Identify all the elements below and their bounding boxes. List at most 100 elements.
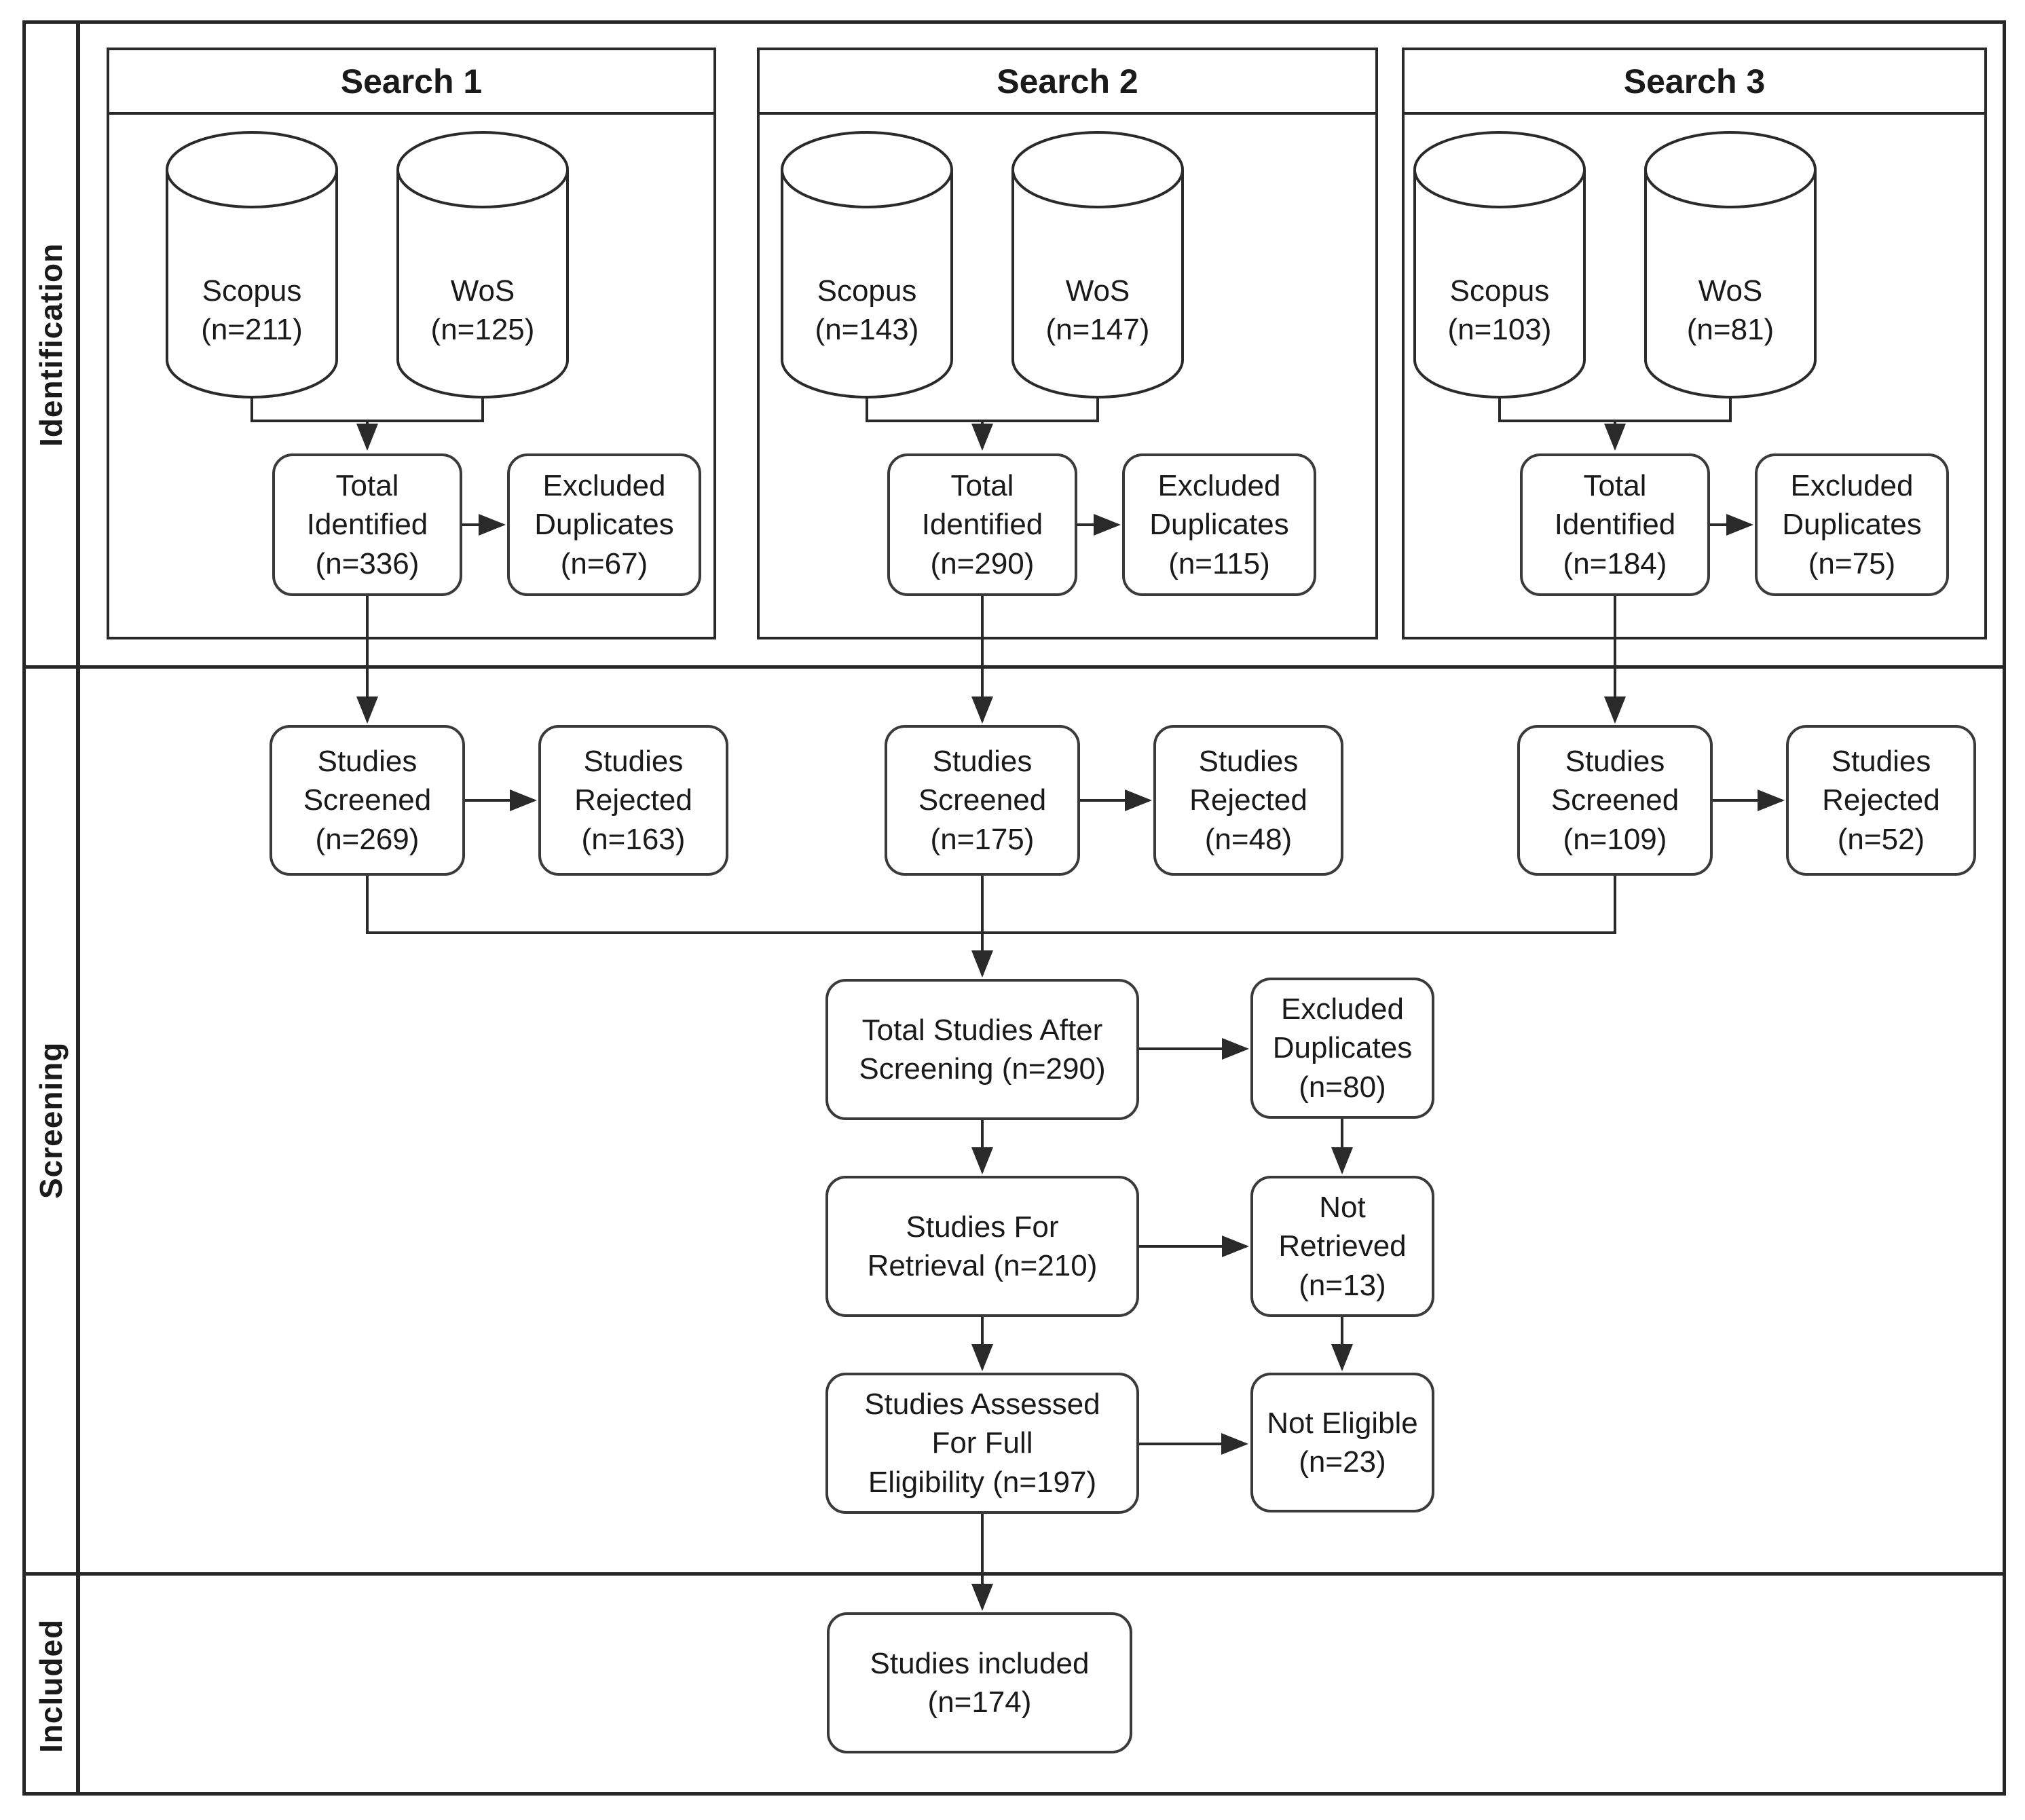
identification-screening-divider: [22, 665, 2006, 669]
search3-panel: Search 3: [1402, 48, 1987, 639]
sidebar-divider-line: [76, 20, 80, 1796]
studies-assessed-box: Studies Assessed For Full Eligibility (n…: [825, 1373, 1139, 1514]
box-line: Studies For: [906, 1210, 1059, 1244]
search1-title: Search 1: [340, 62, 483, 100]
box-line: Duplicates: [1149, 508, 1289, 542]
excluded-duplicates-80-box: Excluded Duplicates (n=80): [1250, 978, 1434, 1119]
db-name: Scopus: [1449, 274, 1550, 308]
not-eligible-box: Not Eligible (n=23): [1250, 1373, 1434, 1512]
db-name: Scopus: [817, 274, 917, 308]
search3-header: Search 3: [1405, 50, 1984, 115]
db-name: WoS: [1065, 274, 1130, 308]
db-count: (n=103): [1447, 313, 1552, 347]
box-line: Duplicates: [534, 508, 674, 542]
search3-title: Search 3: [1623, 62, 1766, 100]
scopus-cylinder-search3: [1413, 131, 1586, 398]
search1-header: Search 1: [109, 50, 713, 115]
search1-panel: Search 1: [107, 48, 716, 639]
box-line: Eligibility (n=197): [868, 1465, 1097, 1499]
box-line: Total: [1583, 469, 1647, 503]
studies-included-box: Studies included (n=174): [827, 1612, 1132, 1753]
box-line: (n=115): [1168, 546, 1270, 580]
box-line: Screened: [303, 783, 432, 817]
db-name: Scopus: [202, 274, 302, 308]
box-line: Duplicates: [1272, 1031, 1413, 1065]
wos-label-search1: WoS (n=125): [398, 272, 568, 349]
merge-connector-search2: [866, 397, 1099, 422]
box-line: Screened: [1550, 783, 1679, 817]
box-line: (n=184): [1563, 546, 1667, 580]
box-line: (n=290): [930, 546, 1035, 580]
box-line: (n=163): [581, 822, 686, 856]
box-line: Studies: [1565, 745, 1665, 779]
studies-screened-box-search2: Studies Screened (n=175): [885, 725, 1080, 876]
box-line: Excluded: [1790, 469, 1914, 503]
box-line: Total: [335, 469, 399, 503]
search2-title: Search 2: [997, 62, 1138, 100]
arrows: [250, 397, 1785, 1611]
total-identified-box-search2: Total Identified (n=290): [887, 453, 1077, 596]
box-line: Excluded: [542, 469, 666, 503]
studies-screened-box-search1: Studies Screened (n=269): [270, 725, 465, 876]
search2-panel: Search 2: [757, 48, 1378, 639]
scopus-cylinder-search1: [166, 131, 338, 398]
excluded-duplicates-box-search1: Excluded Duplicates (n=67): [507, 453, 701, 596]
scopus-label-search1: Scopus (n=211): [167, 272, 337, 349]
wos-cylinder-search3: [1644, 131, 1817, 398]
box-line: (n=52): [1837, 822, 1925, 856]
screened-collector: [366, 876, 1616, 934]
box-line: (n=75): [1808, 546, 1896, 580]
wos-cylinder-search2: [1011, 131, 1184, 398]
wos-label-search3: WoS (n=81): [1646, 272, 1815, 349]
box-line: (n=336): [315, 546, 420, 580]
studies-rejected-box-search1: Studies Rejected (n=163): [538, 725, 728, 876]
box-line: Screened: [918, 783, 1047, 817]
box-line: Duplicates: [1782, 508, 1922, 542]
not-retrieved-box: Not Retrieved (n=13): [1250, 1176, 1434, 1317]
box-line: Total Studies After: [861, 1013, 1103, 1047]
box-line: (n=174): [927, 1686, 1032, 1719]
box-line: Excluded: [1280, 992, 1404, 1026]
box-line: Total: [950, 469, 1014, 503]
box-line: (n=67): [560, 546, 648, 580]
box-line: For Full: [931, 1426, 1033, 1460]
db-count: (n=143): [815, 313, 919, 347]
db-name: WoS: [450, 274, 515, 308]
box-line: Identified: [1554, 508, 1676, 542]
box-line: (n=175): [930, 822, 1035, 856]
box-line: Excluded: [1157, 469, 1281, 503]
box-line: Studies: [583, 745, 684, 779]
excluded-duplicates-box-search3: Excluded Duplicates (n=75): [1755, 453, 1949, 596]
excluded-duplicates-box-search2: Excluded Duplicates (n=115): [1122, 453, 1316, 596]
total-identified-box-search1: Total Identified (n=336): [272, 453, 462, 596]
box-line: Identified: [306, 508, 428, 542]
db-count: (n=147): [1045, 313, 1150, 347]
merge-connector-search1: [250, 397, 484, 422]
box-line: Rejected: [1189, 783, 1307, 817]
db-count: (n=211): [201, 313, 303, 347]
box-line: Studies included: [870, 1646, 1090, 1680]
outer-frame: [22, 20, 2006, 1796]
box-line: (n=269): [315, 822, 420, 856]
studies-rejected-box-search2: Studies Rejected (n=48): [1153, 725, 1343, 876]
box-line: Studies: [1831, 745, 1931, 779]
box-line: Retrieval (n=210): [867, 1249, 1098, 1282]
studies-rejected-box-search3: Studies Rejected (n=52): [1786, 725, 1976, 876]
box-line: Identified: [921, 508, 1043, 542]
scopus-cylinder-search2: [781, 131, 953, 398]
db-count: (n=125): [430, 313, 535, 347]
box-line: (n=48): [1204, 822, 1293, 856]
box-line: Rejected: [574, 783, 692, 817]
box-line: Not: [1319, 1191, 1366, 1225]
scopus-label-search3: Scopus (n=103): [1415, 272, 1584, 349]
box-line: Studies: [317, 745, 417, 779]
db-count: (n=81): [1686, 313, 1775, 347]
box-line: (n=23): [1299, 1445, 1386, 1479]
box-line: (n=13): [1299, 1268, 1386, 1302]
wos-label-search2: WoS (n=147): [1013, 272, 1183, 349]
screening-included-divider: [22, 1572, 2006, 1576]
box-line: Retrieved: [1278, 1229, 1407, 1263]
wos-cylinder-search1: [396, 131, 569, 398]
